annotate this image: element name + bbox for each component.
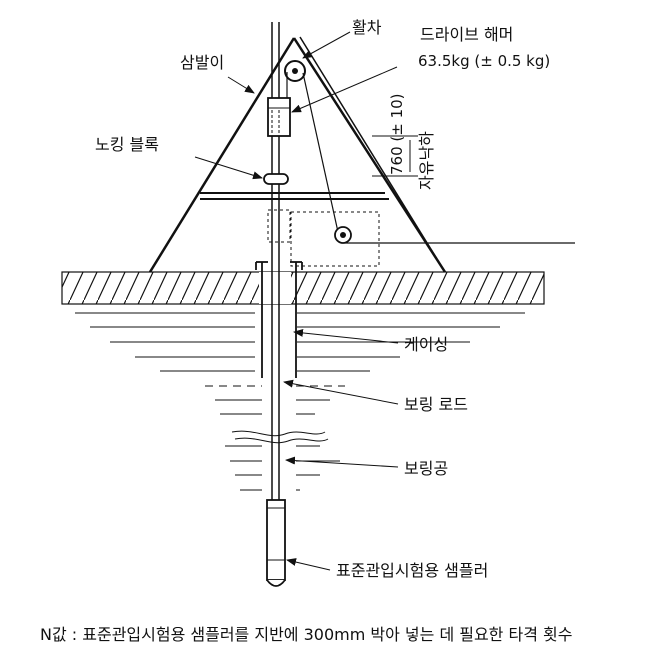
drive-hammer-label: 드라이브 해머	[420, 25, 513, 44]
ground-surface	[61, 271, 545, 305]
tripod-label: 삼발이	[180, 53, 224, 72]
rope	[286, 72, 575, 244]
casing	[255, 261, 303, 378]
leader-arrows	[194, 31, 399, 571]
sampler-label: 표준관입시험용 샘플러	[336, 561, 488, 580]
boring-rod-label: 보링 로드	[404, 395, 468, 414]
drive-hammer	[267, 97, 291, 137]
free-fall-label: 자유낙하	[417, 131, 436, 190]
drop-height-dimension	[372, 135, 418, 177]
spt-sampler	[266, 499, 286, 587]
caption: N값 : 표준관입시험용 샘플러를 지반에 300mm 박아 넣는 데 필요한 …	[40, 625, 572, 644]
casing-label: 케이싱	[404, 335, 448, 354]
knocking-block-label: 노킹 블록	[95, 135, 159, 154]
drop-height-label: 760 (± 10)	[388, 93, 406, 175]
pulley-label: 활차	[352, 18, 382, 37]
dashed-outline	[267, 209, 380, 267]
pulley-icon	[284, 60, 306, 82]
tripod	[148, 36, 447, 273]
boring-rod-line	[271, 22, 280, 500]
knocking-block	[263, 173, 289, 185]
winch-pulley-icon	[334, 226, 352, 244]
soil-layers	[75, 312, 525, 491]
hammer-weight-label: 63.5kg (± 0.5 kg)	[418, 52, 550, 70]
borehole-label: 보링공	[404, 459, 448, 478]
